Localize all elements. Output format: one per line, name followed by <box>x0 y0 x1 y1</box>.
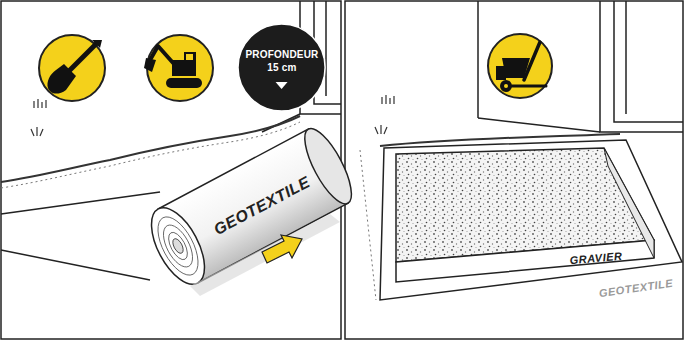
shovel-icon <box>39 35 105 101</box>
geotextile-sheet <box>380 140 682 300</box>
badge-circle <box>238 24 325 111</box>
depth-badge: PROFONDEUR 15 cm <box>237 23 326 112</box>
excavator-icon <box>144 35 213 101</box>
material-label: GEOTEXTILE <box>598 277 674 299</box>
sheet-edge <box>1 192 160 214</box>
gravel-side <box>396 240 654 282</box>
house-wall <box>478 1 683 132</box>
depth-text: PROFONDEUR 15 cm <box>241 49 322 74</box>
down-triangle <box>276 82 288 89</box>
panel-frame <box>345 1 683 339</box>
wheelbarrow-icon <box>488 34 552 98</box>
dirt-texture <box>360 150 376 300</box>
grass-mark <box>375 95 394 134</box>
gravel-side <box>604 148 654 258</box>
grass-mark <box>31 99 46 136</box>
sheet-edge <box>1 250 150 280</box>
direction-arrow <box>262 235 302 263</box>
